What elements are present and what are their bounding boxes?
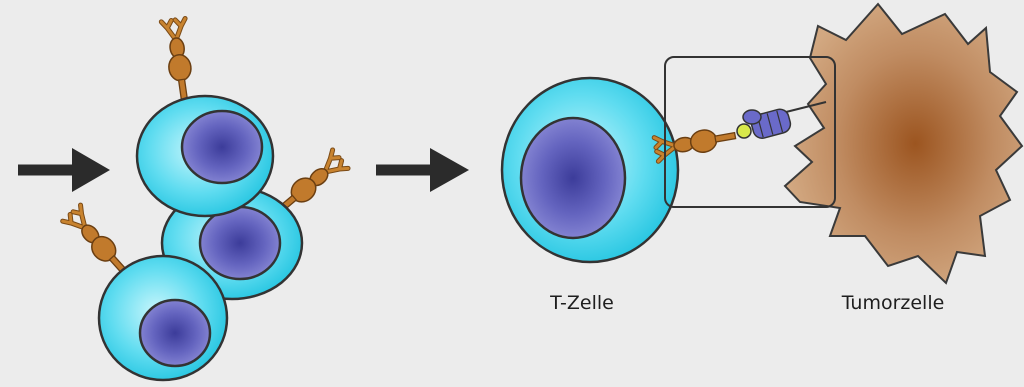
nucleus: [521, 118, 625, 238]
nucleus: [140, 300, 210, 366]
nucleus: [182, 111, 262, 183]
tumor-cell: [785, 4, 1022, 283]
receptor-antigen-binding: [654, 102, 826, 161]
t-cell: [99, 256, 227, 380]
t-cell-label: T-Zelle: [550, 292, 614, 314]
t-cell: [502, 78, 678, 262]
t-cell-cluster: [63, 19, 348, 380]
t-cell: [137, 96, 273, 216]
nucleus: [200, 207, 280, 279]
right-arrow-icon: [18, 148, 110, 192]
right-arrow-icon: [376, 148, 469, 192]
car-receptor: [161, 19, 196, 102]
tumor-cell-label: Tumorzelle: [842, 292, 945, 314]
